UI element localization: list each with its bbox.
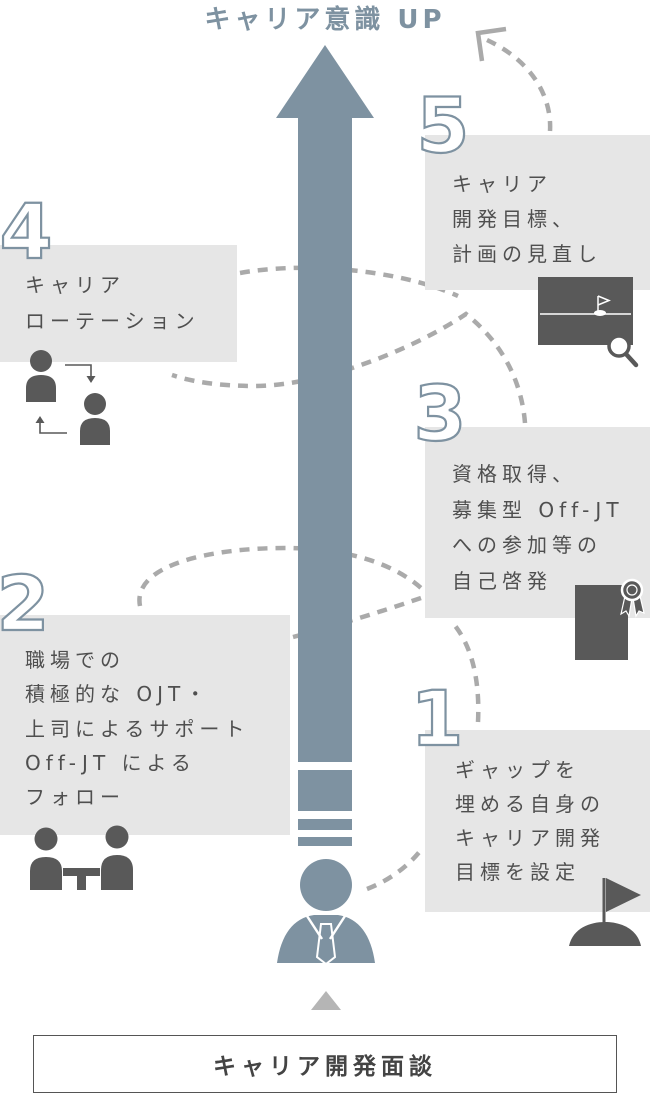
step-1-line-1: ギャップを — [455, 758, 580, 782]
step-2-line-3: 上司によるサポート — [25, 716, 250, 741]
triangle-up-icon — [311, 991, 341, 1010]
chevron-arrow-icon — [475, 26, 507, 62]
step-5-line-2: 開発目標、 — [452, 207, 577, 231]
step-3-text: 資格取得、 募集型 Off-JT への参加等の 自己啓発 — [452, 457, 624, 600]
flow-path-step-3-to-step-4 — [171, 311, 528, 424]
flow-path-step-5-to-goal — [486, 37, 553, 132]
step-1-line-3: キャリア開発 — [455, 826, 605, 850]
up-arrow-stripe-lower — [298, 837, 352, 846]
step-1-text: ギャップを 埋める自身の キャリア開発 目標を設定 — [455, 753, 605, 889]
up-arrow-stripe-upper — [298, 819, 352, 830]
step-2-line-4: Off-JT による — [25, 750, 196, 775]
step-5-box — [425, 135, 650, 290]
employee-body — [277, 915, 375, 963]
up-arrow-icon — [276, 45, 374, 846]
step-3-line-1: 資格取得、 — [452, 462, 577, 486]
step-4-text: キャリア ローテーション — [25, 267, 200, 339]
flow-path-step-2-to-step-3 — [137, 545, 423, 607]
step-2-line-2: 積極的な OJT・ — [25, 682, 211, 707]
employee-tie — [315, 923, 337, 966]
career-interview-box: キャリア開発面談 — [33, 1035, 617, 1093]
up-arrow-head — [276, 45, 374, 118]
step-5-line-1: キャリア — [452, 172, 552, 196]
employee-icon — [277, 859, 375, 966]
flow-path-employee-to-step-1 — [366, 848, 423, 892]
step-3-line-4: 自己啓発 — [452, 569, 552, 594]
step-2-text: 職場での 積極的な OJT・ 上司によるサポート Off-JT による フォロー — [25, 643, 249, 814]
step-2-box — [0, 615, 290, 835]
page-title: キャリア意識 UP — [204, 5, 446, 35]
career-interview-label: キャリア開発面談 — [213, 1054, 437, 1080]
step-4-line-2: ローテーション — [25, 309, 200, 333]
step-3-line-3: への参加等の — [452, 533, 602, 558]
step-4-box — [0, 245, 237, 362]
step-1-line-4: 目標を設定 — [455, 860, 580, 884]
flow-path-step-1-up — [450, 620, 481, 723]
step-1-line-2: 埋める自身の — [455, 792, 605, 816]
step-5-line-3: 計画の見直し — [452, 242, 602, 266]
employee-head — [300, 859, 352, 911]
up-arrow-shaft — [298, 116, 352, 762]
up-arrow-band — [298, 770, 352, 811]
step-2-line-1: 職場での — [25, 648, 125, 672]
step-2-line-5: フォロー — [25, 785, 125, 810]
step-5-text: キャリア 開発目標、 計画の見直し — [452, 167, 602, 272]
step-3-line-2: 募集型 Off-JT — [452, 497, 624, 522]
step-4-line-1: キャリア — [25, 273, 125, 297]
